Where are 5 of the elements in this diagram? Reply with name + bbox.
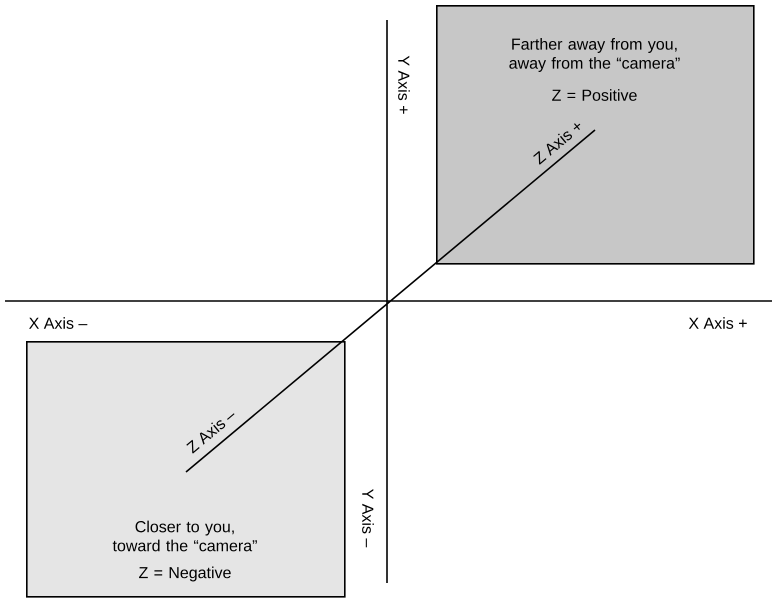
axis-label: Y Axis – <box>362 488 374 548</box>
axis-label: X Axis + <box>688 317 747 329</box>
axis-label: Z Axis + <box>533 123 580 165</box>
axis-label: Z Axis – <box>186 413 235 454</box>
axis-label: Y Axis + <box>398 56 410 114</box>
